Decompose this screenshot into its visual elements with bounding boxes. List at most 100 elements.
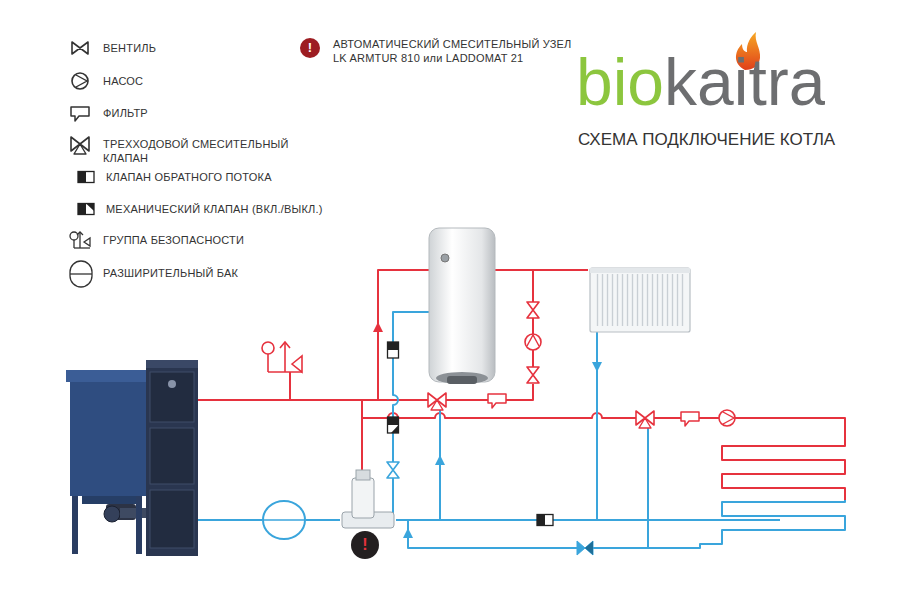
water-heater — [429, 228, 495, 382]
pipe-fittings — [280, 342, 290, 348]
legend-symbols — [70, 261, 92, 287]
pipe-fittings — [527, 367, 539, 383]
legend-text: ТРЕХХОДОВОЙ СМЕСИТЕЛЬНЫЙ КЛАПАН — [103, 137, 323, 165]
boiler — [146, 364, 198, 556]
legend-symbols — [70, 232, 78, 240]
pipe-fittings — [537, 515, 553, 526]
pipe-fittings — [262, 302, 735, 555]
pipe-fittings — [577, 541, 593, 555]
return-pipes — [593, 500, 845, 548]
return-pipes — [396, 519, 537, 521]
pipe-fittings — [263, 519, 305, 521]
pipe-fittings — [268, 371, 302, 373]
water-heater — [436, 372, 488, 384]
boiler — [146, 360, 198, 368]
supply-arrows — [357, 322, 383, 488]
return-pipes — [553, 519, 780, 521]
legend-symbols — [78, 172, 94, 183]
pipe-fittings — [292, 356, 302, 372]
return-pipes — [596, 332, 598, 520]
legend-symbols — [73, 240, 74, 248]
supply-pipes — [532, 318, 534, 334]
pipe-fittings — [262, 342, 274, 354]
legend-text: АВТОМАТИЧЕСКИЙ СМЕСИТЕЛЬНЫЙ УЗЕЛ LK ARMT… — [333, 37, 573, 65]
legend-symbols — [71, 107, 89, 121]
supply-pipes — [532, 350, 534, 367]
pipe-fittings — [267, 354, 269, 372]
return-pipes — [306, 519, 340, 521]
boiler — [150, 372, 194, 422]
legend-symbols — [74, 247, 90, 248]
boiler — [104, 506, 120, 522]
supply-pipes — [198, 270, 845, 500]
return-arrows — [592, 362, 602, 372]
pipe-fittings — [262, 342, 302, 372]
supply-pipes — [289, 372, 291, 400]
radiator — [594, 274, 686, 326]
legend-symbols — [300, 38, 320, 58]
radiator — [590, 268, 690, 332]
legend-text: ФИЛЬТР — [103, 106, 303, 120]
radiator — [590, 268, 690, 273]
return-pipes — [198, 519, 262, 521]
boiler — [66, 360, 198, 556]
pipe-fittings — [681, 412, 699, 426]
water-heater — [429, 228, 495, 384]
pipe-fittings — [388, 342, 399, 358]
pipe-fittings — [719, 410, 735, 426]
legend-symbols — [72, 73, 88, 89]
diagram-title: СХЕМА ПОДКЛЮЧЕНИЕ КОТЛА — [578, 130, 835, 150]
supply-pipes — [361, 400, 363, 478]
supply-pipes — [699, 417, 719, 419]
legend-symbols — [70, 273, 92, 274]
callout-circle: ! — [351, 531, 379, 559]
supply-pipes — [198, 399, 428, 401]
supply-pipes — [506, 384, 533, 400]
pipe-fittings — [636, 411, 654, 428]
radiator — [590, 268, 690, 332]
brand-logo: biokaitra — [576, 46, 825, 118]
boiler — [120, 508, 146, 518]
legend-symbols — [77, 232, 83, 235]
legend-text: КЛАПАН ОБРАТНОГО ПОТОКА — [106, 170, 306, 184]
return-pipes — [647, 428, 649, 548]
legend-symbols — [71, 137, 89, 154]
mixing-unit — [352, 478, 374, 518]
legend-symbols — [70, 232, 90, 248]
mixing-unit — [342, 470, 394, 528]
boiler — [150, 490, 194, 548]
return-arrows — [435, 455, 445, 465]
legend-text: ГРУППА БЕЗОПАСНОСТИ — [103, 233, 303, 247]
return-arrows — [403, 362, 602, 538]
boiler — [70, 378, 146, 496]
boiler — [82, 496, 137, 504]
pipe-fittings — [428, 393, 446, 410]
pipe-fittings — [585, 541, 593, 555]
pipe-fittings — [388, 417, 399, 433]
return-pipes — [393, 312, 432, 343]
legend-symbols — [78, 204, 94, 215]
legend-symbols — [72, 42, 88, 54]
supply-pipes — [362, 413, 636, 418]
pipe-fittings — [488, 394, 506, 408]
boiler — [168, 380, 176, 388]
boiler — [150, 428, 194, 484]
supply-pipes — [533, 269, 588, 271]
pipe-fittings — [527, 302, 539, 318]
supply-arrows — [373, 322, 383, 332]
legend-symbols — [84, 238, 90, 246]
return-pipes — [198, 312, 845, 548]
legend-text: ВЕНТИЛЬ — [103, 41, 303, 55]
legend-symbols — [79, 232, 80, 248]
pipe-fittings — [525, 334, 541, 350]
water-heater — [447, 376, 477, 384]
return-pipes — [393, 357, 398, 418]
water-heater — [441, 254, 449, 262]
supply-pipes — [722, 418, 845, 500]
boiler — [66, 370, 150, 382]
boiler — [72, 496, 78, 554]
pipe-fittings — [263, 501, 305, 539]
callout-mark: ! — [300, 39, 320, 57]
pipe-fittings — [387, 462, 399, 478]
legend-text: НАСОС — [103, 74, 303, 88]
